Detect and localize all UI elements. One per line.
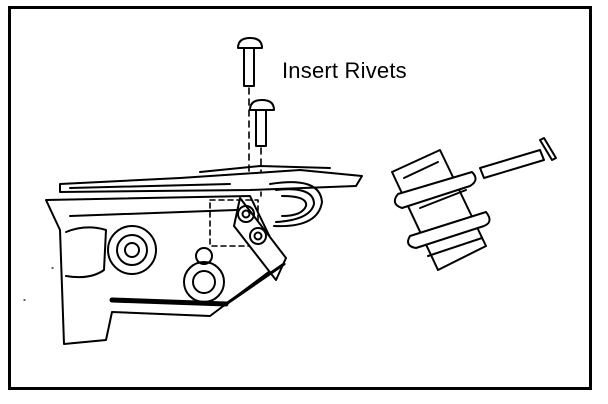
pin bbox=[479, 137, 557, 179]
clamp-block bbox=[391, 149, 491, 271]
rivet-second bbox=[249, 99, 275, 147]
callout-insert-rivets: Insert Rivets bbox=[282, 58, 407, 83]
print-specks bbox=[23, 267, 54, 301]
bracket-assembly bbox=[45, 165, 363, 345]
rivet-top bbox=[237, 37, 263, 87]
